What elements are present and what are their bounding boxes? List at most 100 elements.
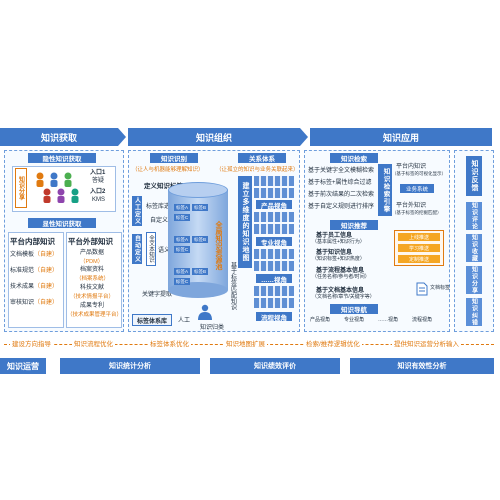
link-data-input: 提供知识运营分析输入 <box>392 338 461 348</box>
map-grid-row <box>254 224 294 234</box>
knowledge-share-box: 知识分享 <box>15 168 27 208</box>
map-group-process: 流程视角 <box>256 312 292 322</box>
recommend-item-0-label: 基于员工信息 <box>316 233 353 239</box>
recommend-title: 知识推荐 <box>330 220 378 230</box>
people-illustration <box>30 168 86 208</box>
external-item-1-tag: （档案系统） <box>76 276 110 282</box>
entry-qa-sub: 答疑 <box>92 178 105 184</box>
entry-kms: 入口2 <box>90 189 106 195</box>
recommend-item-3-sub: （文档名称/章节/关键字等） <box>312 294 375 300</box>
external-knowledge: 平台外知识 <box>396 203 427 209</box>
push-target-1: 学习推送 <box>398 244 440 252</box>
map-grid-row <box>254 298 294 308</box>
external-item-2-tag: （技术情报平台） <box>70 294 115 300</box>
tag-library: 标签体系库 <box>132 314 172 326</box>
ops-stats: 知识统计分析 <box>60 358 200 374</box>
map-group-major: 专业视角 <box>256 237 292 247</box>
tag-select: 标签库选取 <box>146 204 177 210</box>
stage-arrow <box>118 128 126 146</box>
define-tag: 定义知识标签 <box>144 183 183 190</box>
retrieve-item-2: 基于前次结果的二次检索 <box>308 192 375 198</box>
internal-col <box>8 232 64 328</box>
ops-title: 知识运营 <box>0 358 46 374</box>
nav-item-3: 流程视角 <box>412 317 433 323</box>
tag-item: 标签A <box>174 204 190 211</box>
stage-bar-acquire: 知识获取 <box>0 128 118 146</box>
knowledge-classify: 知识归类 <box>200 325 225 331</box>
navigate-title: 知识导航 <box>330 304 378 314</box>
search-engine: 知识检索引擎 <box>378 164 392 216</box>
recommend-item-1-label: 基于知识信息 <box>316 250 353 256</box>
full-text-box: 全文本知识 <box>146 232 156 266</box>
build-map: 建立多维度的知识地图 <box>238 176 252 268</box>
internal-title: 平台内部知识 <box>10 237 55 246</box>
push-target-2: 定制推送 <box>398 255 440 263</box>
manual-label: 人工 <box>178 318 191 324</box>
external-title: 平台外部知识 <box>68 237 113 246</box>
ops-effectiveness: 知识有效性分析 <box>350 358 494 374</box>
map-grid-row <box>254 188 294 198</box>
tag-item: 标签A <box>174 236 190 243</box>
feedback-item-1: 知识收藏 <box>466 234 482 262</box>
semantic: 语义 <box>158 248 171 254</box>
feedback-item-3: 知识纠错 <box>466 298 482 326</box>
feedback-item-0: 知识评论 <box>466 202 482 230</box>
person-icon <box>196 304 214 325</box>
relation-note: （让孤立的知识与业务关联起来） <box>216 167 299 173</box>
link-direction-guide: 建设方向指导 <box>10 338 53 348</box>
business-system: 业务系统 <box>400 184 434 193</box>
map-grid-row <box>254 286 294 296</box>
nav-item-0: 产品视角 <box>310 317 331 323</box>
nav-item-1: 专业视角 <box>344 317 365 323</box>
link-search-optimize: 检索/推荐逻辑优化 <box>304 338 362 348</box>
entry-kms-sub: KMS <box>92 197 106 203</box>
recommend-item-2-label: 基于流程基本信息 <box>316 268 365 274</box>
recommend-item-3-label: 基于文档基本信息 <box>316 288 365 294</box>
identify-title: 知识识别 <box>150 153 198 163</box>
tag-item: 标签B <box>192 268 208 275</box>
retrieve-item-1: 基于标签+属性综合过滤 <box>308 180 372 186</box>
feedback-title: 知识反馈 <box>466 156 482 196</box>
map-group-other: ……视角 <box>256 274 292 284</box>
retrieve-item-0: 基于关键字全文模糊检索 <box>308 168 375 174</box>
map-grid-row <box>254 249 294 259</box>
tag-item: 标签A <box>174 268 190 275</box>
stage-bar-organize: 知识组织 <box>128 128 300 146</box>
doc-tag: 文档标签 <box>430 285 451 291</box>
recommend-item-2-sub: （任务名称/参与者/时间） <box>312 274 370 280</box>
retrieve-item-3: 基于自定义规则进行排序 <box>308 204 375 210</box>
implicit-box <box>12 166 116 212</box>
keyword-extract: 关键字提取 <box>142 292 173 298</box>
external-item-2-label: 科技文献 <box>80 285 105 291</box>
map-grid-row <box>254 261 294 271</box>
recommend-item-1-sub: （知识标签+知识热度） <box>312 256 365 262</box>
tag-item: 标签C <box>174 278 190 285</box>
link-flow-optimize: 知识流程优化 <box>72 338 115 348</box>
recommend-item-0-sub: （基本属性+知识行为） <box>312 239 365 245</box>
tag-match: 基于标签匹配知识 <box>229 262 236 310</box>
external-item-3-label: 成果专利 <box>80 303 105 309</box>
platform-knowledge-sub: （基于标签的可视化显示） <box>392 171 446 176</box>
internal-item-0: 文档模板（自建） <box>10 252 59 258</box>
platform-knowledge: 平台内知识 <box>396 164 427 170</box>
identify-note: （让人与机器能够理解知识） <box>132 167 204 173</box>
internal-item-3: 审核知识（自建） <box>10 300 59 306</box>
internal-item-1: 标准规范（自建） <box>10 268 59 274</box>
implicit-title: 隐性知识获取 <box>28 153 96 163</box>
resource-pool-label: 全局知识资源池 <box>215 220 222 270</box>
retrieve-title: 知识检索 <box>330 153 378 163</box>
external-knowledge-sub: （基于标签的挖掘匹配） <box>392 210 442 215</box>
link-map-expand: 知识地图扩展 <box>224 338 267 348</box>
tag-item: 标签B <box>192 236 208 243</box>
tag-item: 标签C <box>174 246 190 253</box>
stage-bar-apply: 知识应用 <box>310 128 492 146</box>
map-grid-row <box>254 176 294 186</box>
external-item-1-label: 档案资料 <box>80 267 105 273</box>
link-tag-optimize: 标签体系优化 <box>148 338 191 348</box>
push-target-0: 上线推送 <box>398 233 440 241</box>
external-item-3-tag: （技术成果管理平台） <box>67 312 123 318</box>
stage-arrow <box>300 128 308 146</box>
external-item-0-tag: （PDM） <box>80 259 104 265</box>
manual-define-box: 人工定义 <box>132 196 142 226</box>
entry-qa: 入口1 <box>90 170 106 176</box>
